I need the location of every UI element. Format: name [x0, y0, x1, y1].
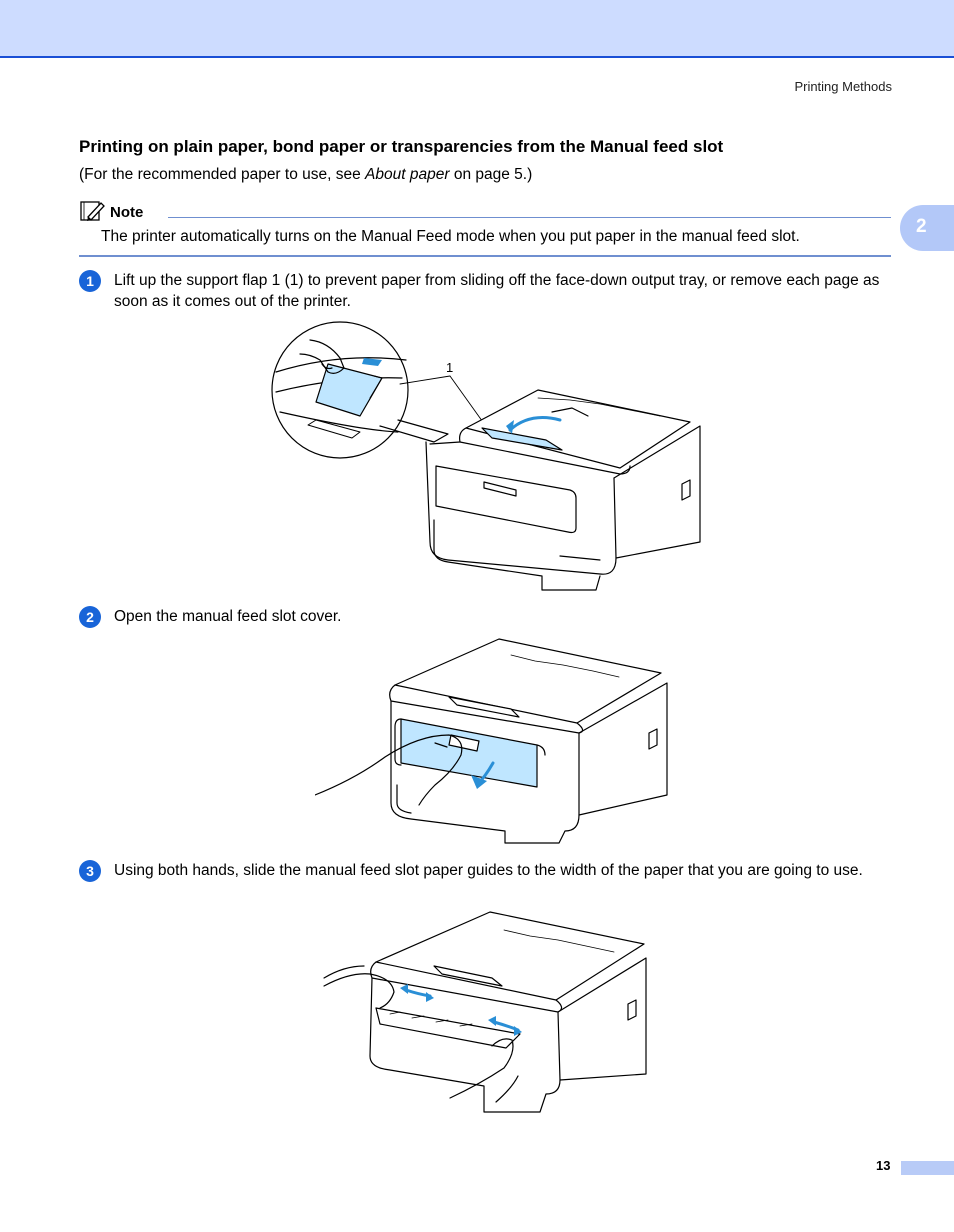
printer-support-flap-illustration: 1	[271, 321, 701, 591]
slide-paper-guides-illustration	[323, 911, 647, 1113]
intro-line: (For the recommended paper to use, see A…	[79, 166, 532, 184]
about-paper-link[interactable]: About paper	[365, 166, 450, 183]
callout-1: 1	[446, 360, 453, 375]
note-text: The printer automatically turns on the M…	[101, 228, 800, 245]
note-pencil-icon	[80, 201, 105, 221]
top-header-band	[0, 0, 954, 58]
page-number: 13	[876, 1158, 891, 1173]
footer-band	[901, 1161, 954, 1175]
step-2-text: Open the manual feed slot cover.	[114, 608, 342, 625]
note-label: Note	[110, 204, 144, 221]
step-1-text: Lift up the support flap 1 (1) to preven…	[114, 272, 880, 310]
intro-after: on page 5.)	[449, 166, 533, 183]
step-3-text: Using both hands, slide the manual feed …	[114, 862, 863, 879]
step-1-badge: 1	[79, 270, 101, 292]
section-title: Printing on plain paper, bond paper or t…	[79, 137, 724, 156]
intro-before: (For the recommended paper to use, see	[79, 166, 366, 183]
running-head: Printing Methods	[794, 79, 892, 94]
open-manual-feed-slot-illustration	[315, 638, 668, 844]
note-rule-bottom	[79, 255, 891, 257]
note-rule-top	[168, 217, 891, 218]
chapter-number: 2	[916, 216, 927, 237]
step-2-badge: 2	[79, 606, 101, 628]
step-3-badge: 3	[79, 860, 101, 882]
chapter-tab[interactable]: 2	[900, 205, 954, 251]
